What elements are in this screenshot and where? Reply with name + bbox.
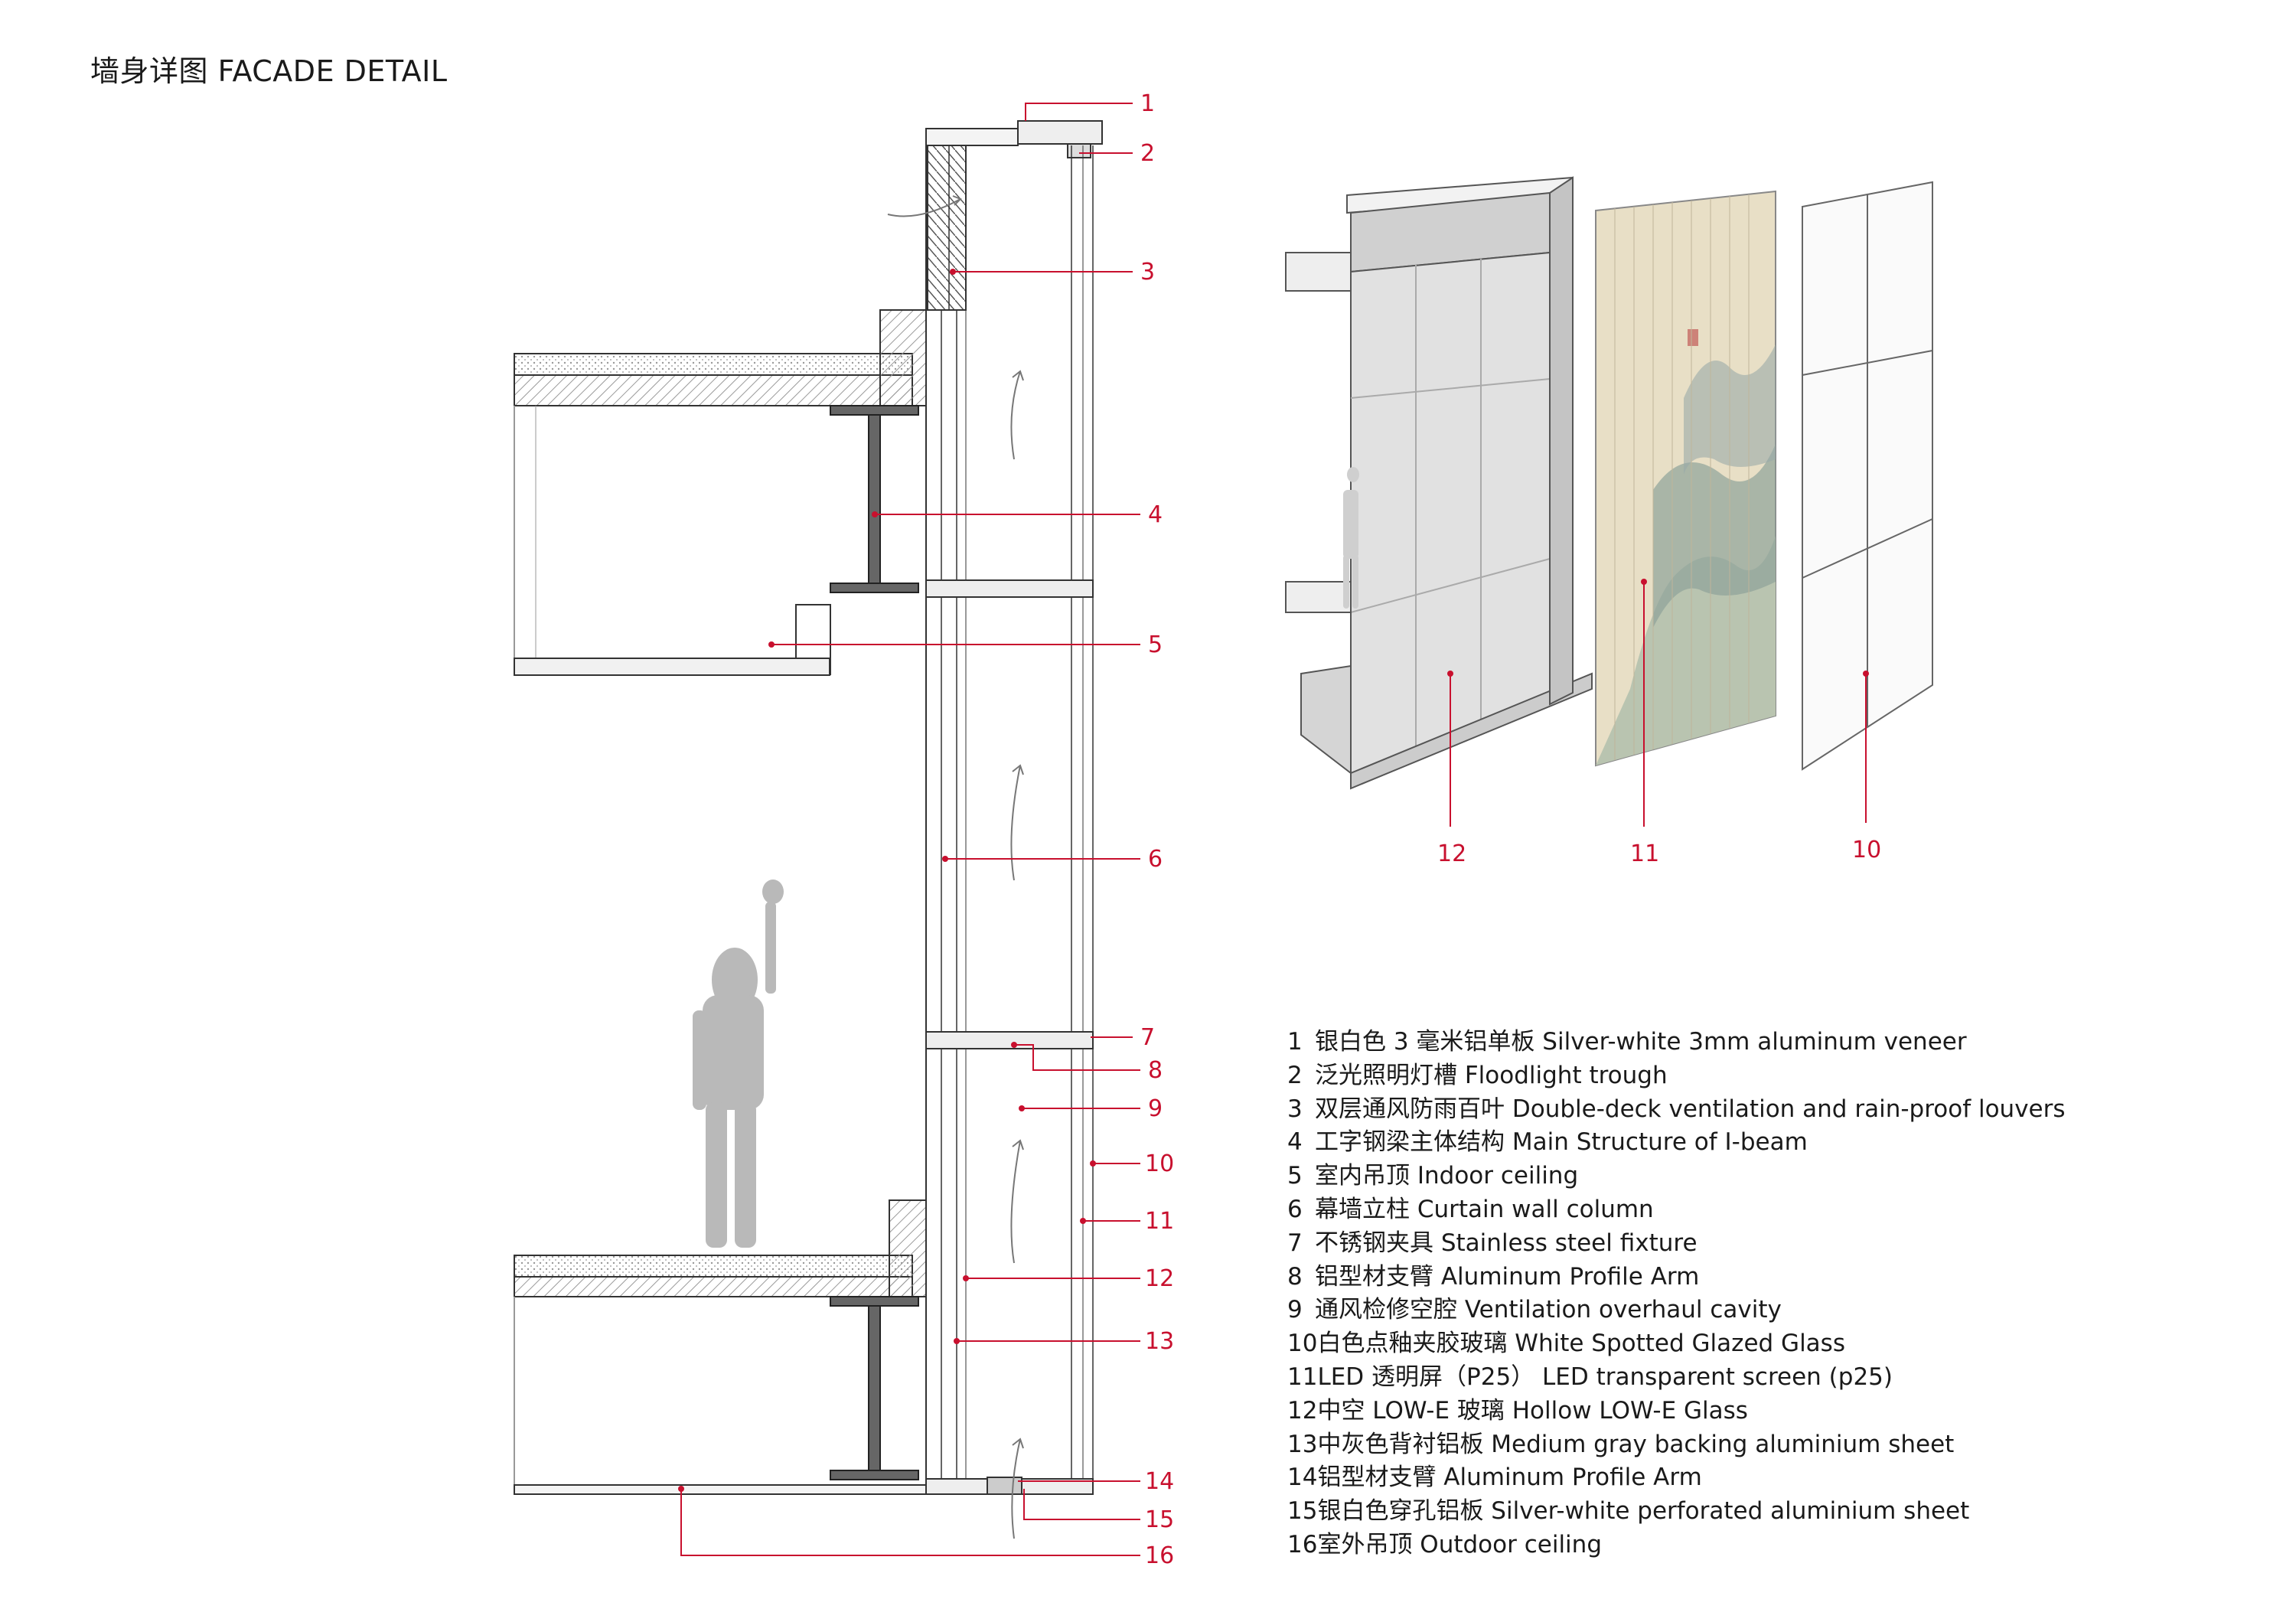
legend-item: 12中空 LOW-E 玻璃 Hollow LOW-E Glass bbox=[1287, 1395, 2066, 1428]
legend-item: 6 幕墙立柱 Curtain wall column bbox=[1287, 1193, 2066, 1227]
exploded-human-figure bbox=[1343, 467, 1359, 609]
callout-14: 14 bbox=[1145, 1468, 1174, 1495]
exploded-glass-module bbox=[1285, 176, 1593, 790]
legend-text: 中灰色背衬铝板 Medium gray backing aluminium sh… bbox=[1317, 1430, 1955, 1458]
callout-5: 5 bbox=[1148, 632, 1163, 658]
legend-item: 4 工字钢梁主体结构 Main Structure of I-beam bbox=[1287, 1126, 2066, 1160]
legend-item: 15银白色穿孔铝板 Silver-white perforated alumin… bbox=[1287, 1495, 2066, 1529]
page-title: 墙身详图 FACADE DETAIL bbox=[90, 54, 448, 88]
callout-7: 7 bbox=[1140, 1024, 1155, 1051]
floodlight-trough bbox=[1067, 143, 1091, 158]
indoor-ceiling bbox=[514, 658, 830, 676]
human-figure bbox=[693, 880, 784, 1248]
legend-item: 8 铝型材支臂 Aluminum Profile Arm bbox=[1287, 1261, 2066, 1294]
legend-item: 16室外吊顶 Outdoor ceiling bbox=[1287, 1529, 2066, 1562]
callout-13: 13 bbox=[1145, 1328, 1174, 1355]
callout-9: 9 bbox=[1148, 1095, 1163, 1122]
legend-item: 10白色点釉夹胶玻璃 White Spotted Glazed Glass bbox=[1287, 1327, 2066, 1361]
lower-i-beam bbox=[830, 1296, 919, 1480]
legend-text: LED 透明屏（P25） LED transparent screen (p25… bbox=[1317, 1363, 1893, 1391]
legend-number: 12 bbox=[1287, 1396, 1318, 1425]
exploded-leaders bbox=[1450, 582, 1867, 827]
legend-item: 14铝型材支臂 Aluminum Profile Arm bbox=[1287, 1461, 2066, 1495]
aluminum-arm-middle bbox=[925, 1031, 1094, 1049]
callout-6: 6 bbox=[1148, 846, 1163, 873]
callout-11: 11 bbox=[1145, 1208, 1174, 1235]
upper-slab-top bbox=[514, 353, 913, 376]
legend-text: 工字钢梁主体结构 Main Structure of I-beam bbox=[1315, 1128, 1808, 1157]
callout-16: 16 bbox=[1145, 1542, 1174, 1569]
legend-text: 铝型材支臂 Aluminum Profile Arm bbox=[1317, 1464, 1702, 1492]
legend-number: 2 bbox=[1287, 1061, 1303, 1089]
callout-dots bbox=[678, 269, 1096, 1492]
legend-number: 8 bbox=[1287, 1262, 1303, 1291]
callout-3: 3 bbox=[1140, 259, 1155, 286]
legend-text: 双层通风防雨百叶 Double-deck ventilation and rai… bbox=[1315, 1095, 2066, 1123]
callout-leaders bbox=[680, 103, 1140, 1556]
legend-item: 13中灰色背衬铝板 Medium gray backing aluminium … bbox=[1287, 1428, 2066, 1462]
legend-number: 10 bbox=[1287, 1330, 1318, 1358]
aluminum-arm-upper bbox=[925, 579, 1094, 598]
exploded-spotted-glass bbox=[1802, 181, 1933, 771]
callout-12: 12 bbox=[1145, 1265, 1174, 1292]
legend-number: 13 bbox=[1287, 1430, 1318, 1458]
upper-i-beam bbox=[830, 405, 919, 593]
legend-number: 16 bbox=[1287, 1530, 1318, 1558]
legend-number: 11 bbox=[1287, 1363, 1318, 1391]
legend-text: 不锈钢夹具 Stainless steel fixture bbox=[1315, 1229, 1698, 1257]
callout-15: 15 bbox=[1145, 1506, 1174, 1533]
legend-text: 银白色穿孔铝板 Silver-white perforated aluminiu… bbox=[1317, 1497, 1970, 1526]
callout-4: 4 bbox=[1148, 501, 1163, 528]
legend-number: 15 bbox=[1287, 1497, 1318, 1526]
callout-1: 1 bbox=[1140, 90, 1155, 117]
outdoor-ceiling bbox=[514, 1484, 928, 1495]
legend-number: 3 bbox=[1287, 1095, 1303, 1123]
legend-item: 2 泛光照明灯槽 Floodlight trough bbox=[1287, 1059, 2066, 1093]
exploded-callout-11: 11 bbox=[1630, 840, 1659, 867]
legend-number: 9 bbox=[1287, 1296, 1303, 1324]
legend-number: 14 bbox=[1287, 1464, 1318, 1492]
legend-item: 5 室内吊顶 Indoor ceiling bbox=[1287, 1160, 2066, 1193]
legend-number: 1 bbox=[1287, 1028, 1303, 1056]
section-detail bbox=[514, 120, 1103, 1495]
legend-number: 4 bbox=[1287, 1128, 1303, 1157]
exploded-dots bbox=[1447, 579, 1869, 677]
legend-item: 7 不锈钢夹具 Stainless steel fixture bbox=[1287, 1227, 2066, 1261]
callout-10: 10 bbox=[1145, 1150, 1174, 1177]
callout-2: 2 bbox=[1140, 140, 1155, 167]
callout-8: 8 bbox=[1148, 1057, 1163, 1084]
legend-item: 3 双层通风防雨百叶 Double-deck ventilation and ra… bbox=[1287, 1093, 2066, 1127]
exploded-callout-12: 12 bbox=[1437, 840, 1466, 867]
legend-text: 室外吊顶 Outdoor ceiling bbox=[1317, 1530, 1602, 1558]
legend-text: 幕墙立柱 Curtain wall column bbox=[1315, 1195, 1654, 1223]
legend-item: 1 银白色 3 毫米铝单板 Silver-white 3mm aluminum v… bbox=[1287, 1026, 2066, 1059]
legend-text: 室内吊顶 Indoor ceiling bbox=[1315, 1162, 1579, 1190]
legend-text: 泛光照明灯槽 Floodlight trough bbox=[1315, 1061, 1668, 1089]
legend-item: 11LED 透明屏（P25） LED transparent screen (p… bbox=[1287, 1361, 2066, 1395]
louver-box bbox=[927, 145, 967, 311]
legend-number: 7 bbox=[1287, 1229, 1303, 1257]
legend-text: 银白色 3 毫米铝单板 Silver-white 3mm aluminum ve… bbox=[1315, 1028, 1967, 1056]
exploded-callout-10: 10 bbox=[1852, 837, 1881, 863]
legend-text: 铝型材支臂 Aluminum Profile Arm bbox=[1315, 1262, 1700, 1291]
legend-text: 通风检修空腔 Ventilation overhaul cavity bbox=[1315, 1296, 1782, 1324]
legend-text: 中空 LOW-E 玻璃 Hollow LOW-E Glass bbox=[1317, 1396, 1748, 1425]
legend-text: 白色点釉夹胶玻璃 White Spotted Glazed Glass bbox=[1317, 1330, 1845, 1358]
legend-number: 6 bbox=[1287, 1195, 1303, 1223]
callout-numbers: 1 2 3 4 5 6 7 8 9 10 11 12 13 14 15 16 bbox=[1140, 90, 1174, 1569]
materials-legend: 1 银白色 3 毫米铝单板 Silver-white 3mm aluminum v… bbox=[1287, 1026, 2066, 1562]
upper-slab bbox=[514, 374, 913, 406]
legend-number: 5 bbox=[1287, 1162, 1303, 1190]
top-aluminum-cap bbox=[1017, 120, 1103, 145]
airflow-arrows bbox=[887, 195, 1024, 1539]
lower-slab bbox=[514, 1276, 913, 1297]
exploded-led-screen bbox=[1595, 190, 1776, 767]
legend-item: 9 通风检修空腔 Ventilation overhaul cavity bbox=[1287, 1294, 2066, 1327]
lower-slab-top bbox=[514, 1255, 913, 1278]
